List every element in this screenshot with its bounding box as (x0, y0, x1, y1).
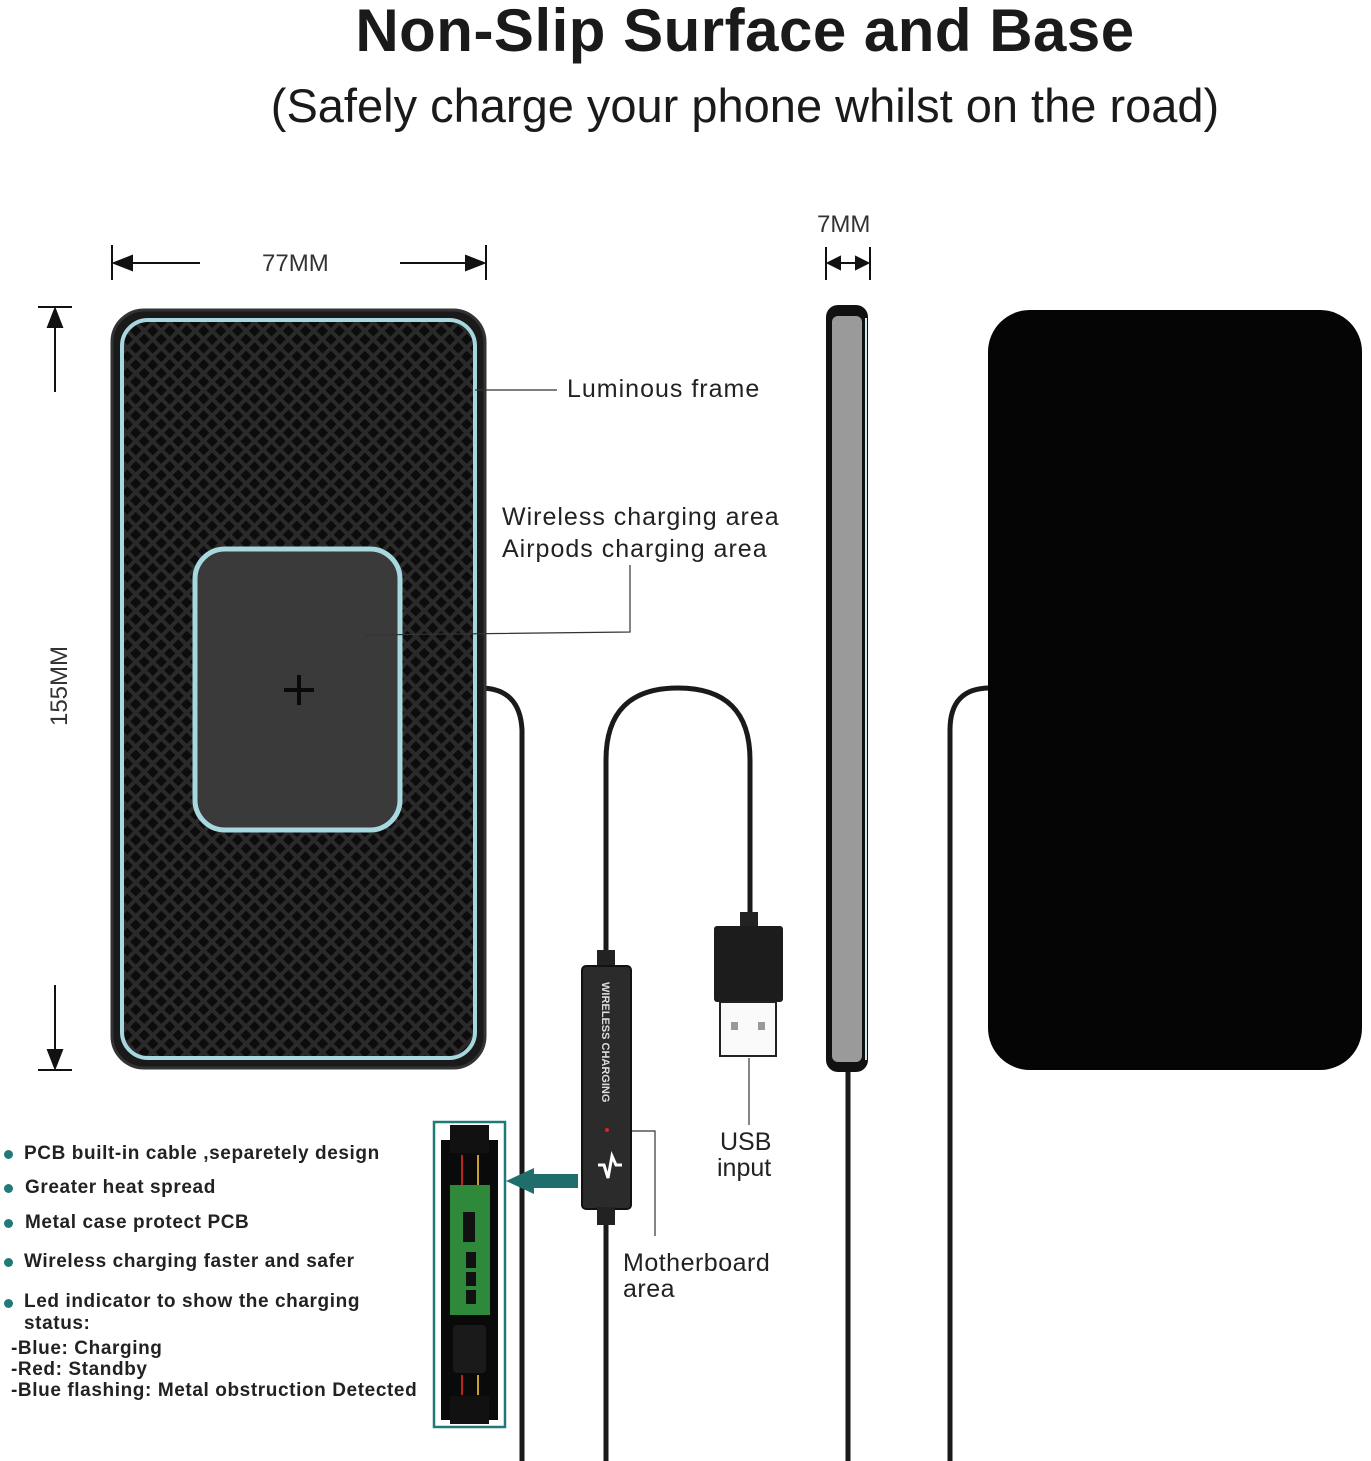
feature-item: Led indicator to show the charging (24, 1291, 361, 1312)
led-indicator-icon (605, 1128, 609, 1132)
wireless-area-label: Wireless charging area (502, 503, 780, 531)
led-status-item: -Blue: Charging (11, 1338, 163, 1359)
motherboard-leader (632, 1130, 656, 1236)
charging-pad-front (110, 308, 487, 1070)
led-status-item: -Blue flashing: Metal obstruction Detect… (11, 1380, 418, 1401)
motherboard-label-line2: area (623, 1275, 676, 1303)
plus-icon (284, 675, 314, 705)
page-title: Non-Slip Surface and Base (355, 0, 1135, 64)
bullet-icon (4, 1299, 13, 1308)
cable (479, 685, 991, 1461)
motherboard-label-line1: Motherboard (623, 1249, 771, 1277)
feature-item: PCB built-in cable ,separetely design (24, 1143, 380, 1164)
wave-logo-icon (598, 1150, 622, 1179)
thickness-label: 7MM (817, 211, 871, 238)
module-label: WIRELESS CHARGING (599, 982, 611, 1102)
thickness-dimension-arrow (825, 247, 871, 280)
feature-item: Greater heat spread (25, 1177, 216, 1198)
charging-pad-side (826, 305, 868, 1072)
width-dimension-arrow (111, 245, 487, 280)
height-dimension-arrow (38, 306, 72, 1071)
page-subtitle: (Safely charge your phone whilst on the … (270, 79, 1220, 132)
pcb-detail (432, 1120, 507, 1429)
feature-item: Wireless charging faster and safer (24, 1251, 355, 1272)
width-label: 77MM (262, 250, 329, 277)
control-module: WIRELESS CHARGING (581, 950, 632, 1225)
usb-label-line1: USB (720, 1128, 772, 1156)
feature-item-continued: status: (24, 1313, 91, 1334)
luminous-frame-label: Luminous frame (567, 375, 761, 403)
bullet-icon (4, 1150, 13, 1159)
airpods-area-label: Airpods charging area (502, 535, 768, 563)
bullet-icon (4, 1219, 13, 1228)
usb-plug (714, 912, 783, 1057)
bullet-icon (4, 1184, 13, 1193)
led-status-item: -Red: Standby (11, 1359, 148, 1380)
height-label: 155MM (46, 645, 74, 727)
charging-pad-back (988, 310, 1362, 1070)
pcb-pointer-arrow (506, 1168, 578, 1194)
feature-item: Metal case protect PCB (25, 1212, 250, 1233)
bullet-icon (4, 1258, 13, 1267)
usb-label-line2: input (717, 1154, 772, 1182)
charging-area-leader (364, 565, 631, 636)
